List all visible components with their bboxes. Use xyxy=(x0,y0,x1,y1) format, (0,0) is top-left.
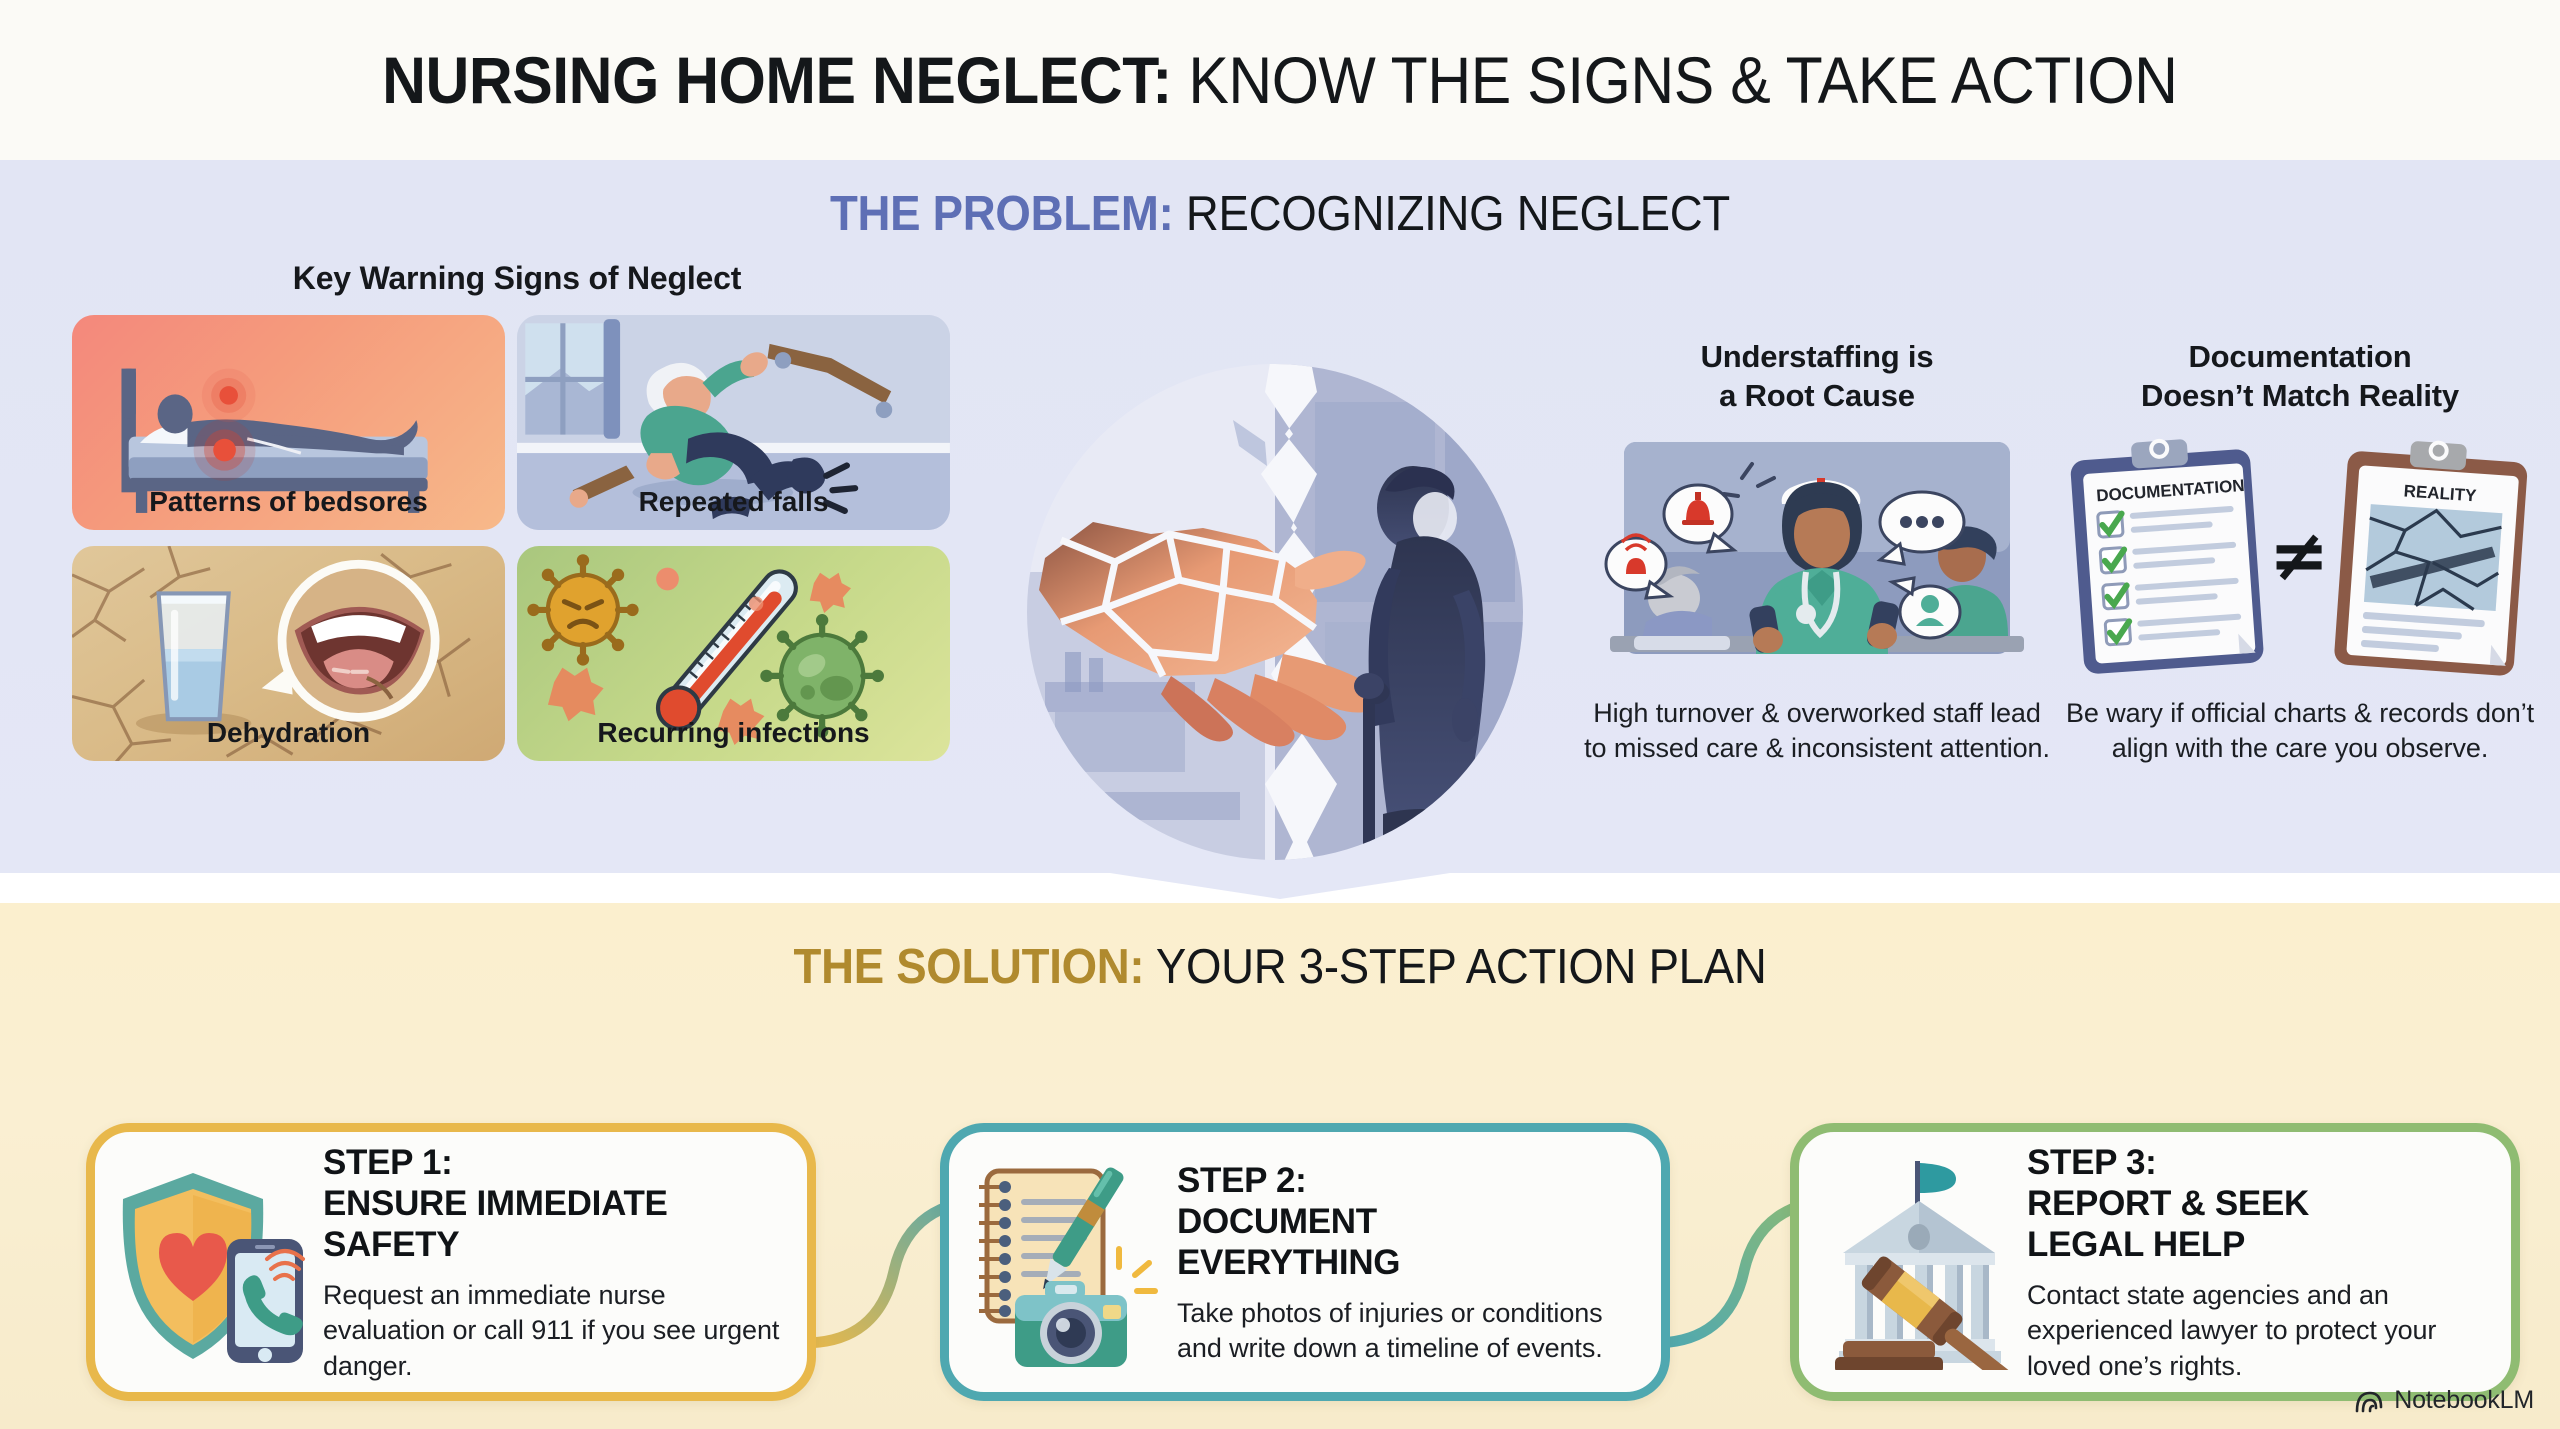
solution-heading: THE SOLUTION: YOUR 3-STEP ACTION PLAN xyxy=(90,939,2471,995)
step-card-1[interactable]: STEP 1: ENSURE IMMEDIATE SAFETY Request … xyxy=(86,1123,816,1401)
column-understaffing-art xyxy=(1582,430,2052,680)
page-title: NURSING HOME NEGLECT: KNOW THE SIGNS & T… xyxy=(382,42,2179,118)
step-1-icon-wrap xyxy=(115,1155,315,1370)
hero-illustration-wrap xyxy=(965,322,1585,902)
page-header: NURSING HOME NEGLECT: KNOW THE SIGNS & T… xyxy=(0,0,2560,160)
warning-card-dehydration: Dehydration xyxy=(72,546,517,777)
column-understaffing: Understaffing is a Root Cause xyxy=(1582,338,2052,767)
step-card-2[interactable]: STEP 2: DOCUMENT EVERYTHING Take photos … xyxy=(940,1123,1670,1401)
clipboard-comparison-illustration: DOCUMENTATION xyxy=(2070,438,2528,675)
dehydration-illustration xyxy=(72,546,471,761)
shield-heart-phone-icon xyxy=(122,1172,305,1363)
warning-card-bedsores: Patterns of bedsores xyxy=(72,315,517,546)
warning-signs-block: Key Warning Signs of Neglect xyxy=(72,260,962,777)
not-equal-symbol: ≠ xyxy=(2269,513,2329,597)
solution-section: THE SOLUTION: YOUR 3-STEP ACTION PLAN xyxy=(0,903,2560,1429)
title-line-2: a Root Cause xyxy=(1719,377,1915,413)
steps-container: STEP 1: ENSURE IMMEDIATE SAFETY Request … xyxy=(0,1123,2560,1413)
title-line-2: Doesn’t Match Reality xyxy=(2141,377,2459,413)
column-understaffing-title: Understaffing is a Root Cause xyxy=(1582,338,2052,416)
problem-section: THE PROBLEM: RECOGNIZING NEGLECT Key War… xyxy=(0,160,2560,873)
title-line-1: Documentation xyxy=(2188,339,2412,374)
step-3-head-line2: REPORT & SEEK xyxy=(2027,1183,2309,1223)
warning-card-label: Patterns of bedsores xyxy=(149,486,428,517)
step-2-heading: STEP 2: DOCUMENT EVERYTHING xyxy=(1177,1161,1635,1284)
step-3-heading: STEP 3: REPORT & SEEK LEGAL HELP xyxy=(2027,1143,2485,1266)
bedsore-illustration xyxy=(121,368,428,513)
step-2-head-line3: EVERYTHING xyxy=(1177,1242,1401,1282)
page-title-rest: KNOW THE SIGNS & TAKE ACTION xyxy=(1172,43,2179,117)
warning-card-label: Repeated falls xyxy=(638,486,829,517)
step-1-heading: STEP 1: ENSURE IMMEDIATE SAFETY xyxy=(323,1143,781,1266)
step-card-3[interactable]: STEP 3: REPORT & SEEK LEGAL HELP Contact… xyxy=(1790,1123,2520,1401)
column-documentation-art: DOCUMENTATION xyxy=(2055,430,2545,680)
step-3-text: STEP 3: REPORT & SEEK LEGAL HELP Contact… xyxy=(2027,1139,2485,1386)
step-2-body: Take photos of injuries or conditions an… xyxy=(1177,1297,1603,1364)
footer-watermark: NotebookLM xyxy=(2354,1386,2534,1415)
broken-helping-hand-elderly-illustration xyxy=(1027,364,1523,860)
problem-heading: THE PROBLEM: RECOGNIZING NEGLECT xyxy=(90,186,2471,242)
step-2-head-line2: DOCUMENT xyxy=(1177,1201,1377,1241)
page-title-bold: NURSING HOME NEGLECT: xyxy=(382,43,1173,117)
warning-card-infections: Recurring infections xyxy=(517,546,962,777)
step-3-icon-wrap xyxy=(1819,1155,2019,1385)
fall-illustration xyxy=(517,315,950,530)
column-documentation-title: Documentation Doesn’t Match Reality xyxy=(2055,338,2545,416)
warning-signs-title: Key Warning Signs of Neglect xyxy=(292,260,742,296)
notepad-pen-camera-icon xyxy=(979,1167,1158,1367)
solution-heading-accent: THE SOLUTION: xyxy=(793,940,1145,994)
step-3-head-line1: STEP 3: xyxy=(2027,1142,2157,1182)
step-3-head-line3: LEGAL HELP xyxy=(2027,1224,2246,1264)
step-1-head-line2: ENSURE IMMEDIATE xyxy=(323,1183,668,1223)
step-2-text: STEP 2: DOCUMENT EVERYTHING Take photos … xyxy=(1177,1157,1635,1368)
step-1-text: STEP 1: ENSURE IMMEDIATE SAFETY Request … xyxy=(323,1139,781,1386)
title-line-1: Understaffing is xyxy=(1700,339,1934,374)
step-1-head-line3: SAFETY xyxy=(323,1224,460,1264)
solution-heading-rest: YOUR 3-STEP ACTION PLAN xyxy=(1144,940,1767,994)
warning-card-label: Dehydration xyxy=(206,717,371,748)
column-understaffing-caption: High turnover & overworked staff lead to… xyxy=(1584,697,2050,764)
infection-illustration xyxy=(527,554,884,745)
problem-heading-rest: RECOGNIZING NEGLECT xyxy=(1173,187,1730,241)
step-1-body: Request an immediate nurse evaluation or… xyxy=(323,1279,780,1382)
warning-card-falls: Repeated falls xyxy=(517,315,962,546)
courthouse-gavel-icon xyxy=(1835,1160,2013,1385)
step-3-body: Contact state agencies and an experience… xyxy=(2027,1279,2437,1382)
overworked-nurse-illustration xyxy=(1604,441,2024,654)
notebooklm-logo-icon xyxy=(2355,1391,2383,1412)
column-documentation-caption: Be wary if official charts & records don… xyxy=(2066,697,2534,764)
warning-signs-grid: Patterns of bedsores xyxy=(72,315,962,777)
step-2-head-line1: STEP 2: xyxy=(1177,1160,1307,1200)
step-2-icon-wrap xyxy=(969,1155,1169,1370)
step-1-head-line1: STEP 1: xyxy=(323,1142,453,1182)
warning-card-label: Recurring infections xyxy=(597,717,870,748)
column-documentation: Documentation Doesn’t Match Reality DOCU… xyxy=(2055,338,2545,767)
problem-heading-accent: THE PROBLEM: xyxy=(829,187,1174,241)
footer-label: NotebookLM xyxy=(2394,1386,2534,1414)
